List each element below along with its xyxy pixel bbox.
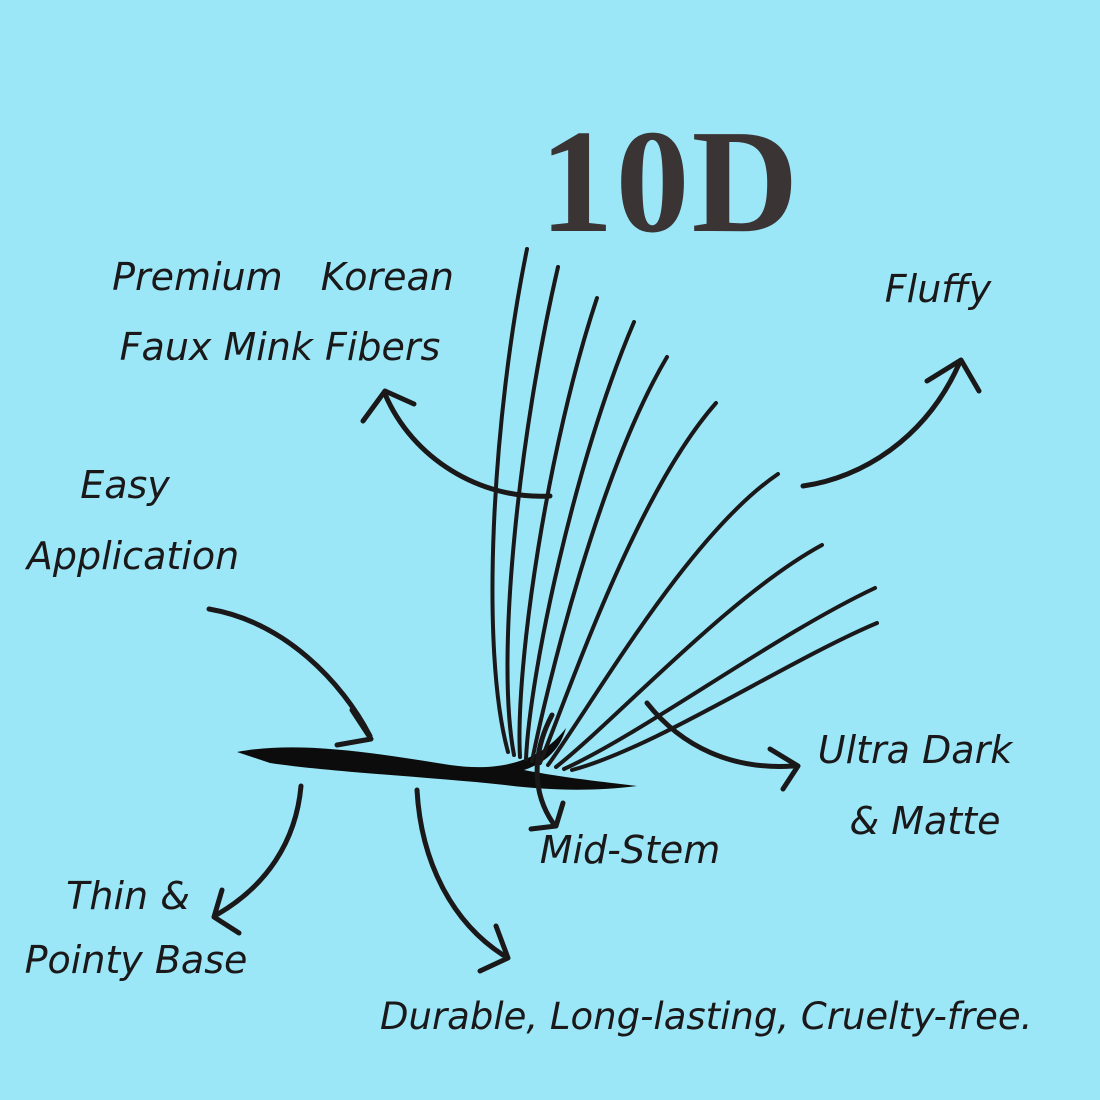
lash-fibers bbox=[490, 247, 879, 772]
label-mid-stem: Mid-Stem bbox=[539, 828, 721, 872]
label-durable-longlasting-crueltyfree: Durable, Long-lasting, Cruelty-free. bbox=[380, 995, 1033, 1038]
arrow-easy-application bbox=[206, 606, 374, 748]
arrow-thin-pointy-base bbox=[211, 783, 304, 936]
label-application: Application bbox=[26, 534, 240, 578]
arrow-fluffy bbox=[800, 357, 982, 489]
page-title: 10D bbox=[539, 100, 801, 264]
arrow-durable bbox=[414, 787, 511, 974]
arrow-faux-mink-fibers bbox=[360, 388, 553, 499]
arrow-mid-stem bbox=[528, 712, 566, 832]
lash-base bbox=[237, 728, 637, 790]
label-easy: Easy bbox=[80, 463, 170, 507]
label-pointy-base: Pointy Base bbox=[24, 938, 248, 982]
label-matte: & Matte bbox=[849, 799, 1001, 843]
label-premium-korean: Premium Korean bbox=[112, 255, 454, 299]
arrow-ultra-dark bbox=[644, 700, 801, 792]
label-ultra-dark: Ultra Dark bbox=[817, 728, 1013, 772]
label-faux-mink-fibers: Faux Mink Fibers bbox=[119, 325, 441, 369]
label-thin: Thin & bbox=[66, 874, 190, 918]
label-fluffy: Fluffy bbox=[884, 267, 992, 311]
